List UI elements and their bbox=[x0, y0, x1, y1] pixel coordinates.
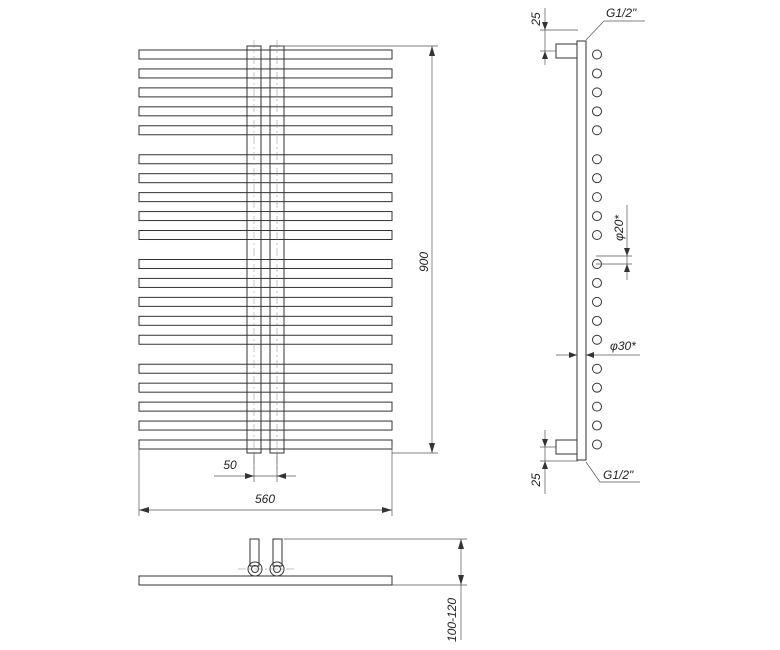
top-view: 100-120 bbox=[138, 538, 467, 642]
side-bar-circle bbox=[592, 211, 602, 222]
side-bar-circle bbox=[592, 401, 602, 412]
collector-diameter-label: φ30* bbox=[610, 339, 636, 353]
front-bar bbox=[138, 125, 393, 136]
side-bar-circle bbox=[592, 382, 602, 393]
side-bar-circle bbox=[592, 420, 602, 431]
top-connection-label: G1/2" bbox=[606, 6, 637, 20]
front-bar bbox=[138, 277, 393, 288]
side-bar-circle bbox=[592, 106, 602, 117]
top-connector bbox=[555, 43, 578, 59]
bottom-connection-label: G1/2" bbox=[603, 468, 634, 482]
front-bar bbox=[138, 173, 393, 184]
front-bar bbox=[138, 154, 393, 165]
front-bar bbox=[138, 49, 393, 60]
front-bar bbox=[138, 106, 393, 117]
top-offset-label: 25 bbox=[529, 12, 543, 27]
side-view: G1/2" G1/2" 25 25 φ20* φ30* bbox=[529, 6, 645, 494]
bar-diameter-label: φ20* bbox=[612, 215, 626, 241]
side-bar-circle bbox=[592, 439, 602, 450]
side-bar-circle bbox=[592, 315, 602, 326]
front-bar bbox=[138, 192, 393, 203]
side-bar-circle bbox=[592, 296, 602, 307]
front-bar bbox=[138, 363, 393, 374]
side-bar-circle bbox=[592, 230, 602, 241]
side-bar-circle bbox=[592, 87, 602, 98]
front-bar bbox=[138, 401, 393, 412]
bottom-connector bbox=[555, 439, 578, 455]
side-bar-circles bbox=[592, 49, 602, 450]
side-bar-circle bbox=[592, 192, 602, 203]
front-bar bbox=[138, 315, 393, 326]
side-bar-circle bbox=[592, 334, 602, 345]
front-bar bbox=[138, 334, 393, 345]
front-view: 900 50 560 bbox=[138, 40, 438, 516]
front-bar bbox=[138, 420, 393, 431]
side-bar-circle bbox=[592, 49, 602, 60]
side-bar-circle bbox=[592, 277, 602, 288]
height-dimension: 900 bbox=[280, 45, 438, 454]
side-bar-circle bbox=[592, 68, 602, 79]
height-label: 900 bbox=[417, 252, 431, 272]
top-bar bbox=[138, 575, 393, 586]
front-bar bbox=[138, 68, 393, 79]
front-bar bbox=[138, 439, 393, 450]
bottom-offset-label: 25 bbox=[529, 473, 543, 488]
front-bar bbox=[138, 230, 393, 241]
front-bars bbox=[138, 49, 393, 450]
side-bar-circle bbox=[592, 154, 602, 165]
wall-distance-label: 100-120 bbox=[445, 598, 459, 642]
side-bar-circle bbox=[592, 125, 602, 136]
side-bar-circle bbox=[592, 173, 602, 184]
axis-spacing-label: 50 bbox=[223, 458, 237, 472]
side-collector bbox=[576, 40, 587, 461]
front-bar bbox=[138, 211, 393, 222]
axis-spacing-dimension: 50 bbox=[214, 453, 296, 482]
front-bar bbox=[138, 296, 393, 307]
side-bar-circle bbox=[592, 363, 602, 374]
front-bar bbox=[138, 87, 393, 98]
width-dimension: 560 bbox=[138, 446, 393, 516]
front-bar bbox=[138, 258, 393, 269]
width-label: 560 bbox=[255, 492, 275, 506]
front-bar bbox=[138, 382, 393, 393]
